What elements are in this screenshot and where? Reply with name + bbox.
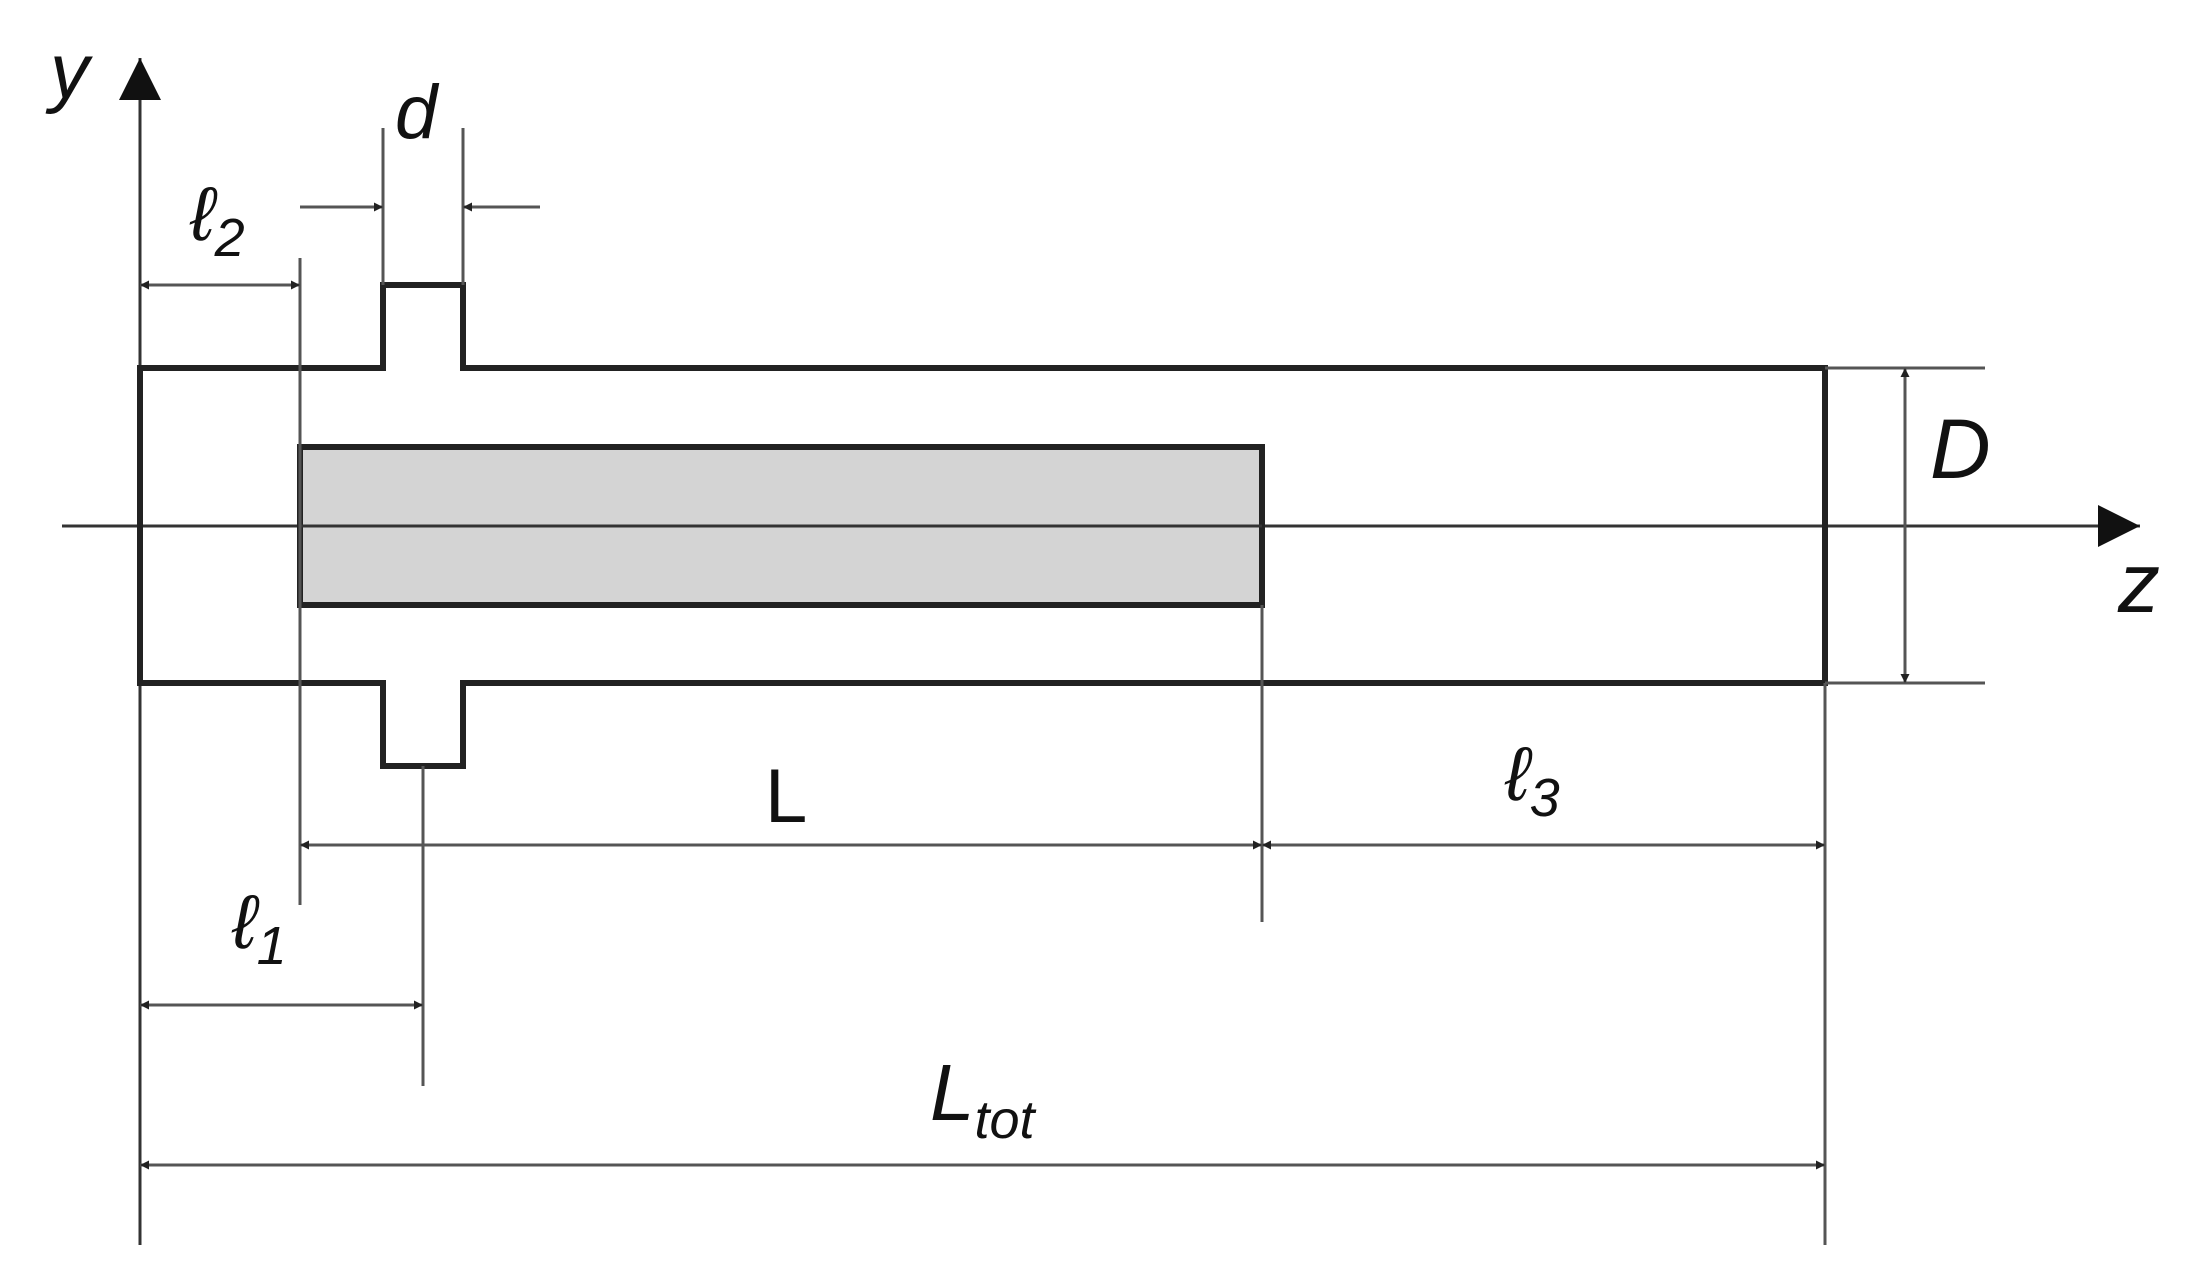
label-Ltot: Ltot: [930, 1048, 1037, 1150]
label-D: D: [1930, 402, 1991, 496]
label-L: L: [765, 754, 807, 839]
label-l2: ℓ2: [189, 172, 245, 268]
label-l3: ℓ3: [1504, 732, 1560, 828]
y-axis-label: y: [45, 27, 93, 115]
label-l1: ℓ1: [231, 880, 287, 976]
z-axis-label: z: [2117, 536, 2160, 630]
label-d: d: [395, 70, 440, 155]
